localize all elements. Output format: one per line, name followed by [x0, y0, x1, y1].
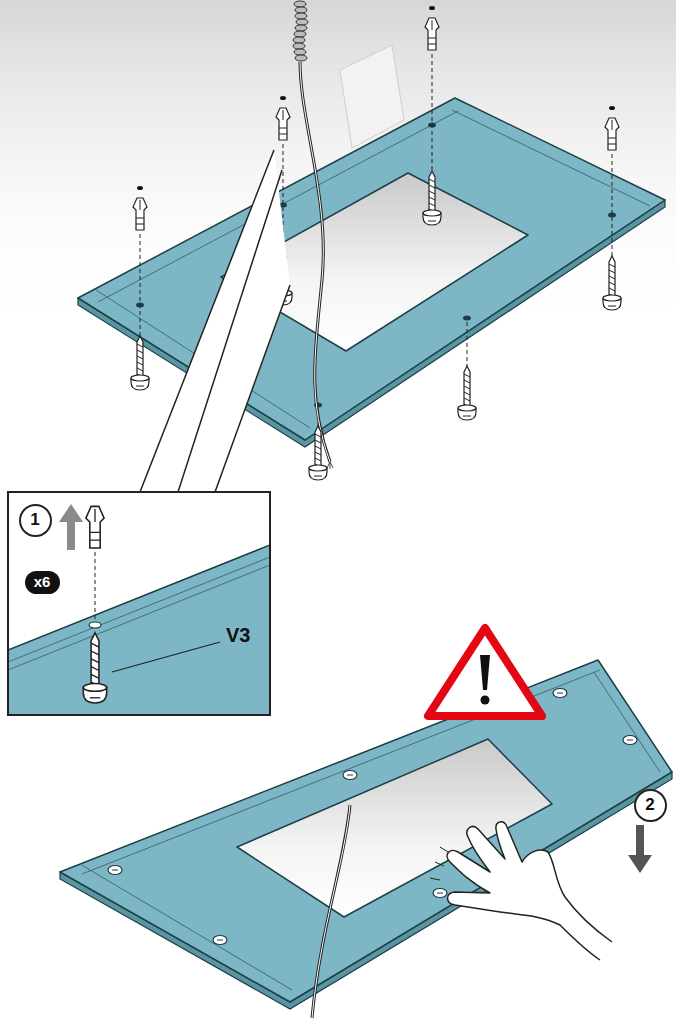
- screw-head: [623, 736, 637, 745]
- cable: [312, 805, 350, 1018]
- cable-end: [327, 462, 333, 469]
- conduit: [293, 37, 305, 43]
- detail-inset: [8, 545, 270, 715]
- mounting-plate: [60, 660, 672, 1009]
- wall-plug: [605, 118, 619, 150]
- detail-inset: [8, 492, 270, 715]
- conduit: [293, 1, 308, 61]
- screw: [309, 426, 327, 480]
- mounting-plate: [78, 98, 665, 447]
- hand: [447, 822, 612, 960]
- cable: [300, 62, 330, 462]
- warning-sign: [428, 628, 542, 716]
- conduit: [294, 31, 306, 37]
- mounting-plate: [78, 98, 665, 440]
- conduit: [295, 55, 307, 61]
- warning-sign: [480, 655, 490, 690]
- step-circle: 2: [634, 789, 667, 822]
- detail-inset: [8, 545, 270, 715]
- detail-inset: [8, 557, 270, 670]
- screw: [83, 633, 106, 703]
- conduit: [296, 19, 308, 25]
- screw: [458, 366, 476, 420]
- callout-number: 1: [30, 511, 39, 530]
- plate-hole: [89, 622, 101, 628]
- ceiling-hole: [137, 186, 143, 190]
- mounting-plate: [96, 110, 650, 428]
- screw: [603, 256, 621, 310]
- warning-sign: [481, 696, 490, 705]
- guide-line: [140, 234, 141, 340]
- conduit: [295, 13, 307, 19]
- conduit: [295, 25, 307, 31]
- conduit: [294, 49, 306, 55]
- callout-wedge: [140, 150, 290, 492]
- screw-head: [108, 866, 122, 875]
- direction-arrow: [59, 504, 83, 550]
- screw-head: [343, 771, 357, 780]
- warning-sign: [428, 628, 542, 716]
- screw: [131, 336, 149, 390]
- step-circle: 1: [19, 504, 52, 537]
- direction-arrow: [628, 825, 652, 873]
- leader-line: [112, 642, 220, 672]
- wall-plug: [133, 198, 147, 230]
- ceiling-hole: [609, 106, 615, 110]
- conduit: [293, 43, 305, 49]
- guide-line: [432, 54, 433, 175]
- hand: [430, 847, 448, 880]
- part-label: V3: [226, 624, 250, 646]
- conduit: [295, 7, 307, 13]
- callout-number: 2: [645, 796, 654, 815]
- quantity: x6: [34, 574, 51, 591]
- cable: [312, 805, 350, 1018]
- cable: [300, 62, 330, 462]
- guide-line: [467, 322, 468, 370]
- screw-head: [213, 936, 227, 945]
- detail-inset: [8, 492, 270, 715]
- screw-head: [433, 889, 447, 898]
- guide-line: [95, 552, 96, 620]
- mounting-plate: [60, 660, 672, 1002]
- guide-line: [612, 154, 613, 260]
- ceiling-hole: [280, 96, 286, 100]
- ceiling-hole: [429, 6, 435, 10]
- callout-wedge: [140, 150, 290, 492]
- detail-inset: [8, 492, 270, 715]
- wall-plug: [276, 108, 290, 140]
- count-badge: x6: [25, 571, 60, 594]
- screw: [423, 171, 441, 225]
- plate-hole: [463, 316, 471, 321]
- hand: [430, 822, 612, 960]
- callout-wedge: [140, 150, 290, 492]
- mounting-plate: [80, 670, 660, 990]
- wall-plug: [425, 18, 439, 50]
- conduit: [294, 1, 306, 7]
- screw-head: [553, 689, 567, 698]
- wall-plug: [86, 506, 104, 548]
